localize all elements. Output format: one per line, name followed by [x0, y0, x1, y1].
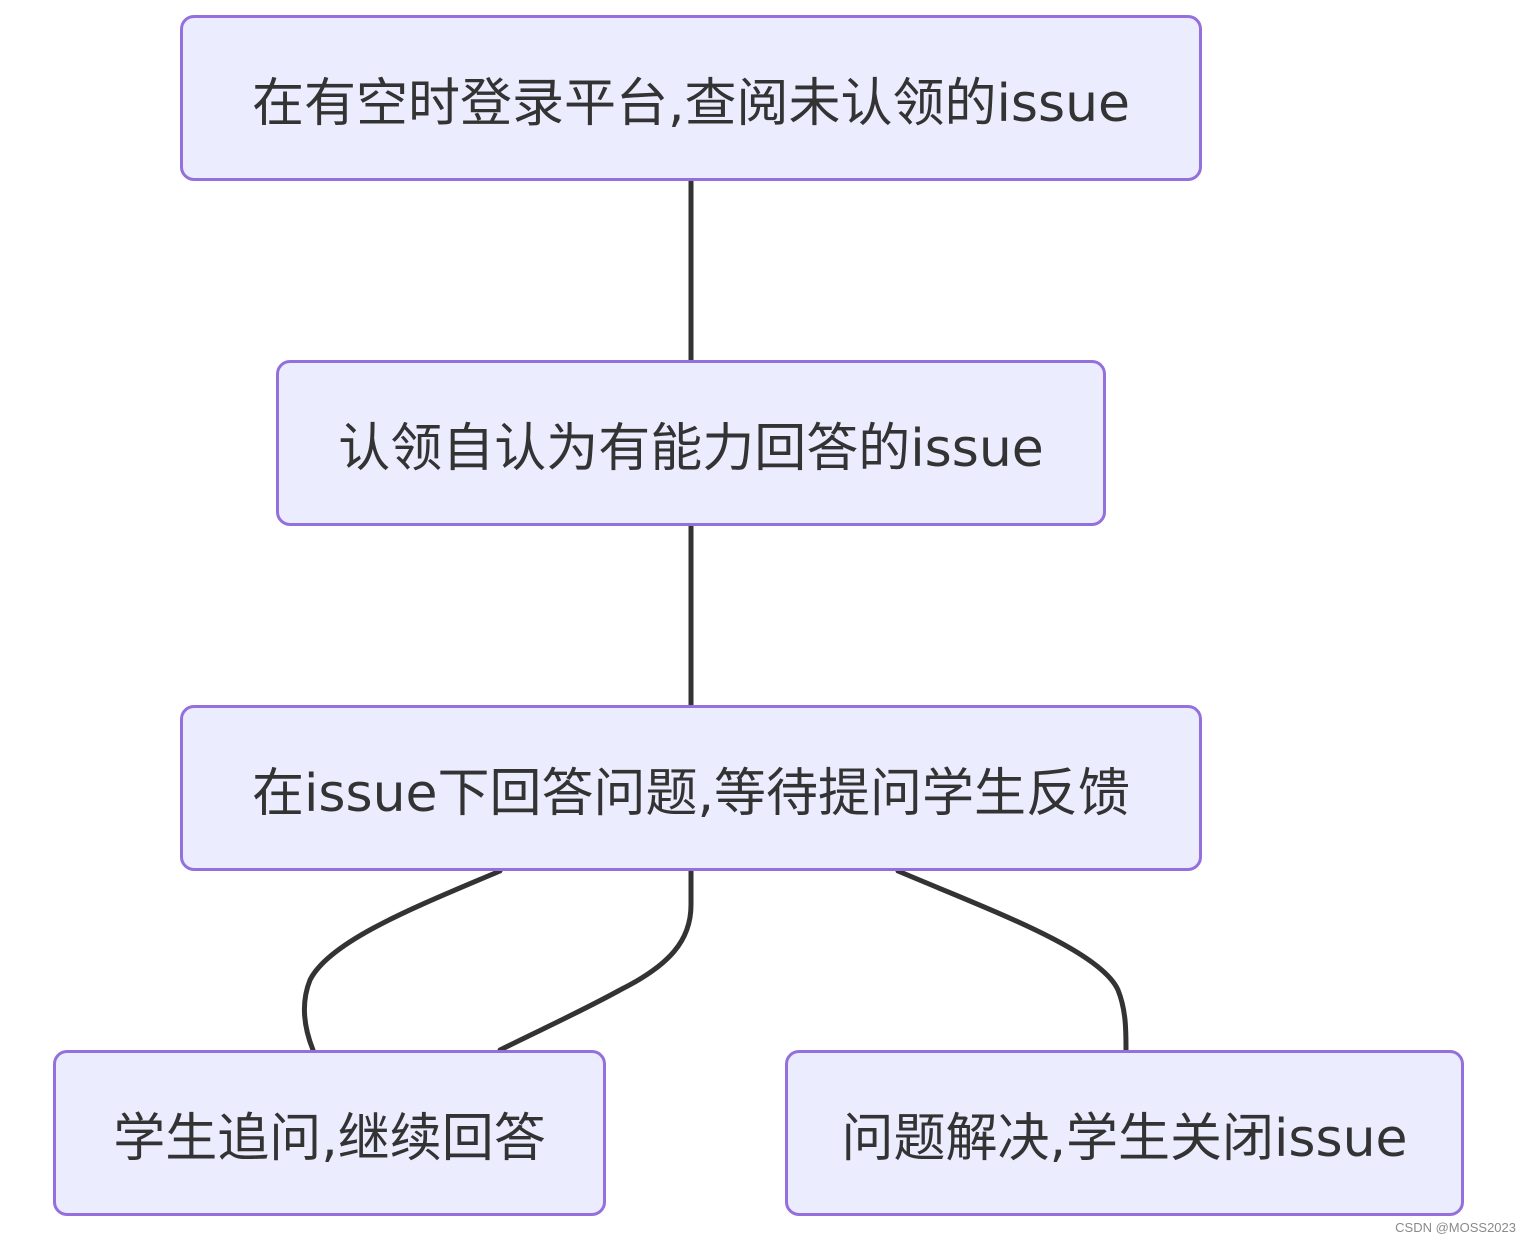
node-claim-issue[interactable]: 认领自认为有能力回答的issue: [276, 360, 1106, 526]
edge-n3-n4-left: [302, 868, 503, 1053]
node-label: 认领自认为有能力回答的issue: [338, 418, 1044, 479]
node-browse-unclaimed-issues[interactable]: 在有空时登录平台,查阅未认领的issue: [180, 15, 1202, 181]
node-issue-resolved-closed[interactable]: 问题解决,学生关闭issue: [785, 1050, 1464, 1216]
watermark: CSDN @MOSS2023: [1395, 1220, 1516, 1235]
edge-n3-n4-return: [497, 868, 694, 1053]
node-label: 问题解决,学生关闭issue: [841, 1108, 1408, 1169]
node-answer-and-wait-feedback[interactable]: 在issue下回答问题,等待提问学生反馈: [180, 705, 1202, 871]
node-follow-up-question[interactable]: 学生追问,继续回答: [53, 1050, 606, 1216]
node-label: 在issue下回答问题,等待提问学生反馈: [251, 763, 1131, 824]
node-label: 学生追问,继续回答: [113, 1108, 546, 1169]
node-label: 在有空时登录平台,查阅未认领的issue: [251, 73, 1131, 134]
edge-n3-n5: [895, 868, 1129, 1053]
